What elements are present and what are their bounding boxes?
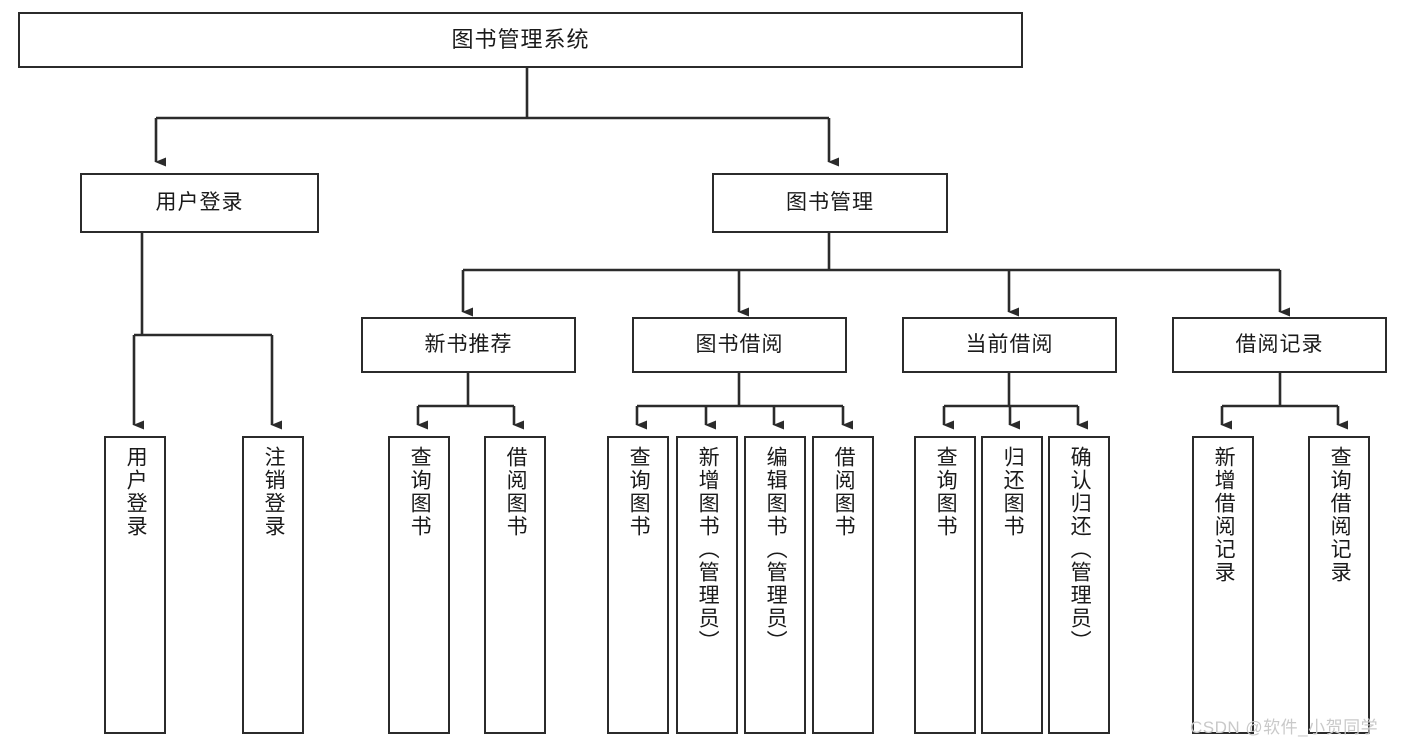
- node-current-borrow[interactable]: 当前借阅: [902, 317, 1117, 373]
- leaf-add-borrow-record[interactable]: 新增借阅记录: [1192, 436, 1254, 734]
- node-label: 用户登录: [155, 191, 244, 215]
- leaf-return-book[interactable]: 归还图书: [981, 436, 1043, 734]
- node-label: 编辑图书（管理员）: [764, 446, 788, 653]
- node-label: 图书管理系统: [451, 26, 590, 52]
- node-label: 新书推荐: [424, 333, 513, 357]
- node-label: 图书借阅: [695, 333, 784, 357]
- leaf-borrow-book[interactable]: 借阅图书: [812, 436, 874, 734]
- node-label: 用户登录: [124, 446, 148, 538]
- node-label: 借阅图书: [504, 446, 528, 538]
- node-book-borrow[interactable]: 图书借阅: [632, 317, 847, 373]
- node-label: 确认归还（管理员）: [1068, 446, 1092, 653]
- node-borrow-records[interactable]: 借阅记录: [1172, 317, 1387, 373]
- leaf-query-book-recommend[interactable]: 查询图书: [388, 436, 450, 734]
- node-new-book-recommend[interactable]: 新书推荐: [361, 317, 576, 373]
- node-label: 新增借阅记录: [1212, 446, 1236, 584]
- leaf-borrow-book-recommend[interactable]: 借阅图书: [484, 436, 546, 734]
- leaf-confirm-return-admin[interactable]: 确认归还（管理员）: [1048, 436, 1110, 734]
- node-label: 查询图书: [408, 446, 432, 538]
- node-label: 借阅记录: [1235, 333, 1324, 357]
- node-root-system[interactable]: 图书管理系统: [18, 12, 1023, 68]
- node-label: 查询图书: [934, 446, 958, 538]
- node-label: 归还图书: [1001, 446, 1025, 538]
- leaf-query-borrow-record[interactable]: 查询借阅记录: [1308, 436, 1370, 734]
- leaf-add-book-admin[interactable]: 新增图书（管理员）: [676, 436, 738, 734]
- node-label: 借阅图书: [832, 446, 856, 538]
- leaf-query-book-current[interactable]: 查询图书: [914, 436, 976, 734]
- node-user-login[interactable]: 用户登录: [80, 173, 319, 233]
- node-book-management[interactable]: 图书管理: [712, 173, 948, 233]
- leaf-edit-book-admin[interactable]: 编辑图书（管理员）: [744, 436, 806, 734]
- node-label: 查询图书: [627, 446, 651, 538]
- node-label: 当前借阅: [965, 333, 1054, 357]
- leaf-user-login[interactable]: 用户登录: [104, 436, 166, 734]
- node-label: 新增图书（管理员）: [696, 446, 720, 653]
- node-label: 注销登录: [262, 446, 286, 538]
- node-label: 查询借阅记录: [1328, 446, 1352, 584]
- leaf-query-book-borrow[interactable]: 查询图书: [607, 436, 669, 734]
- watermark-text: CSDN @软件_小贺同学: [1190, 718, 1379, 737]
- leaf-user-logout[interactable]: 注销登录: [242, 436, 304, 734]
- node-label: 图书管理: [786, 191, 874, 215]
